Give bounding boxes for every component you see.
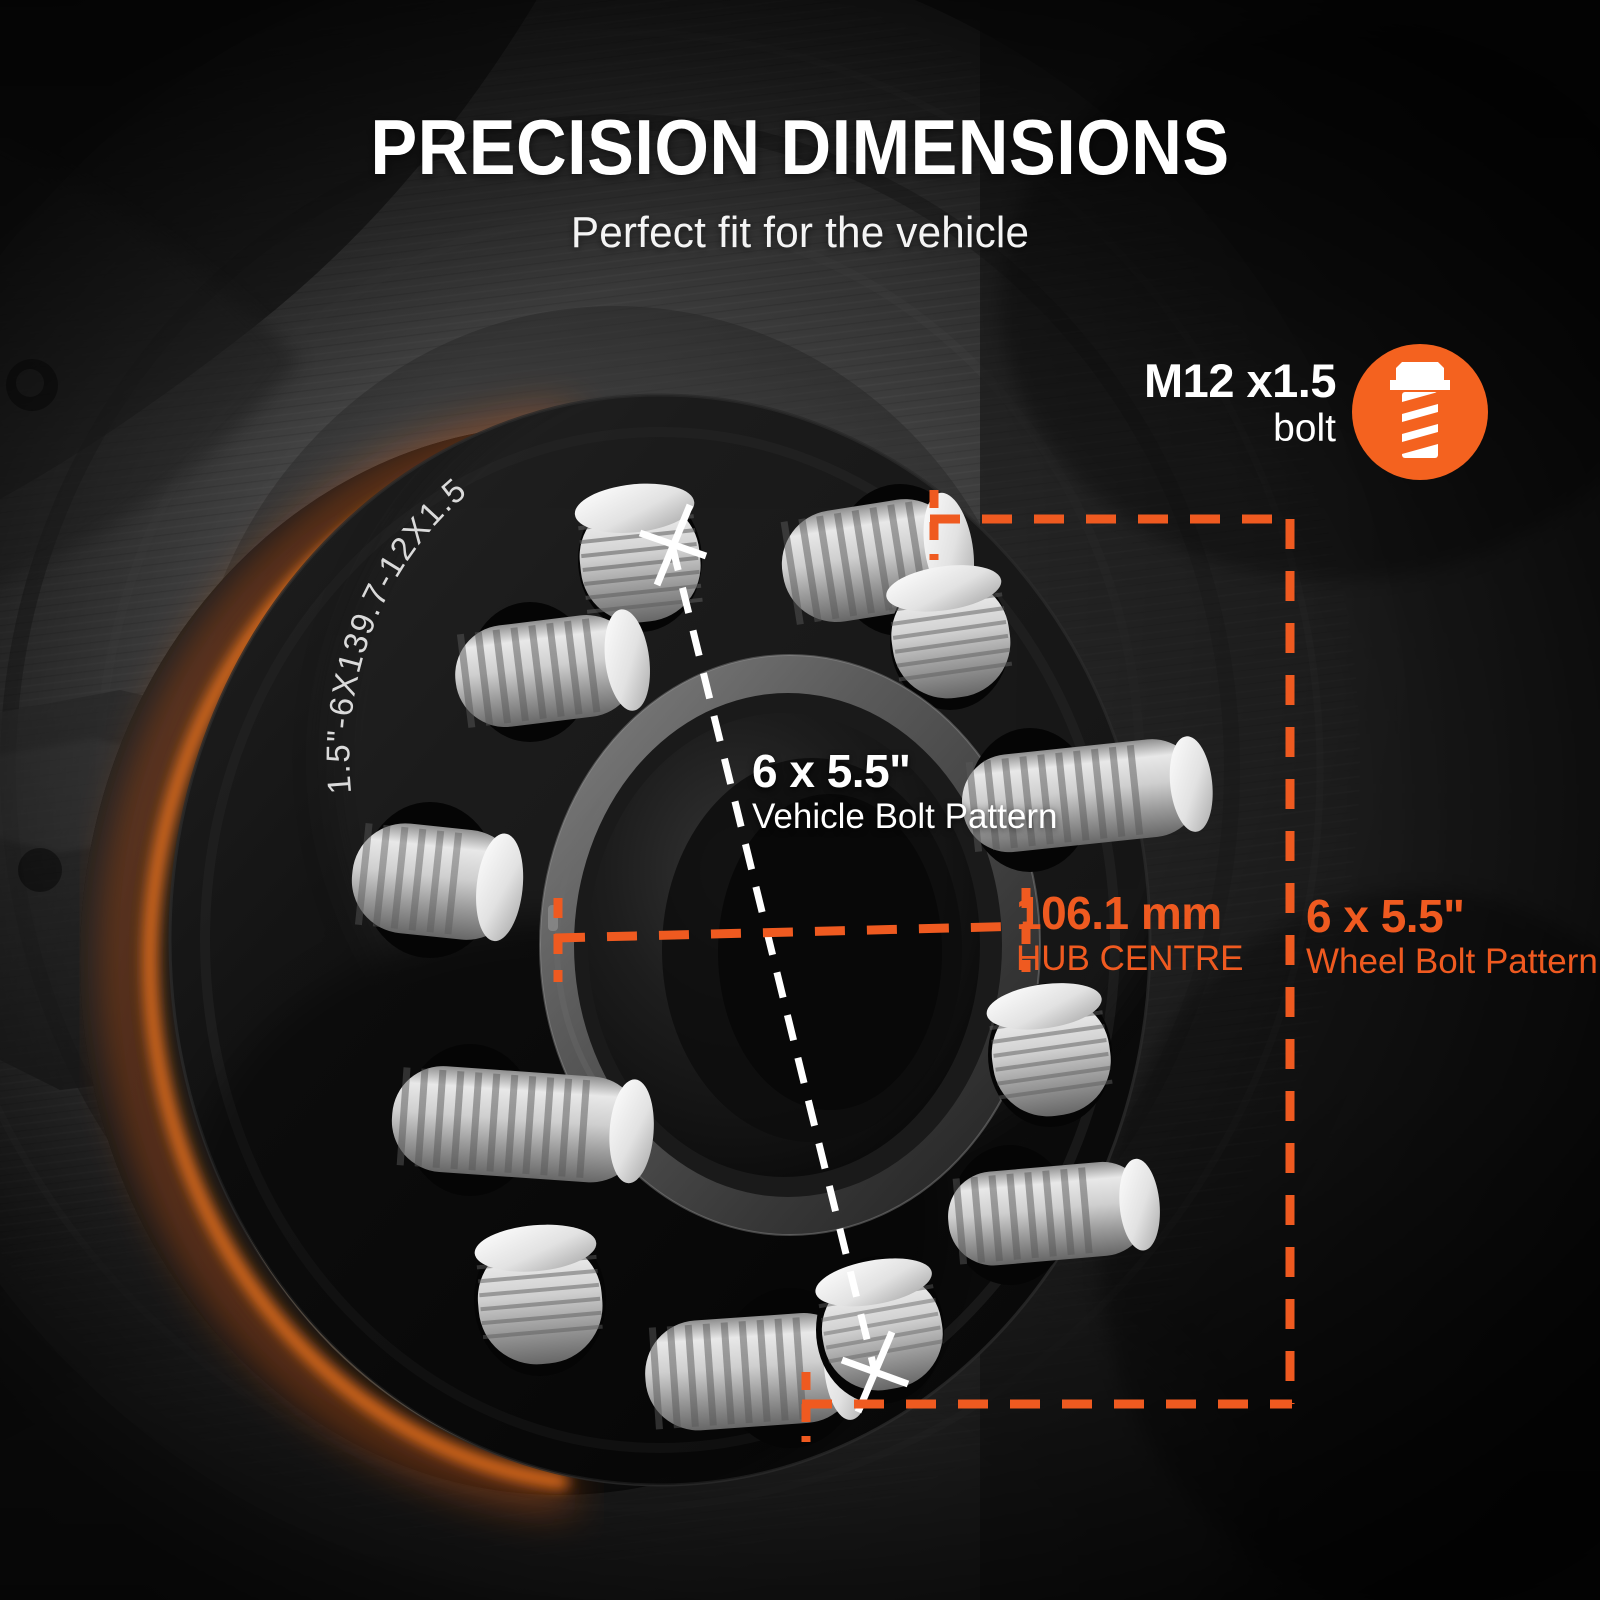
bolt-spec-badge: M12 x1.5 bolt	[1088, 344, 1488, 492]
bolt-icon	[1352, 344, 1488, 480]
bolt-spec-value: M12 x1.5	[1144, 354, 1336, 407]
bolt-spec-label: bolt	[1273, 406, 1336, 450]
